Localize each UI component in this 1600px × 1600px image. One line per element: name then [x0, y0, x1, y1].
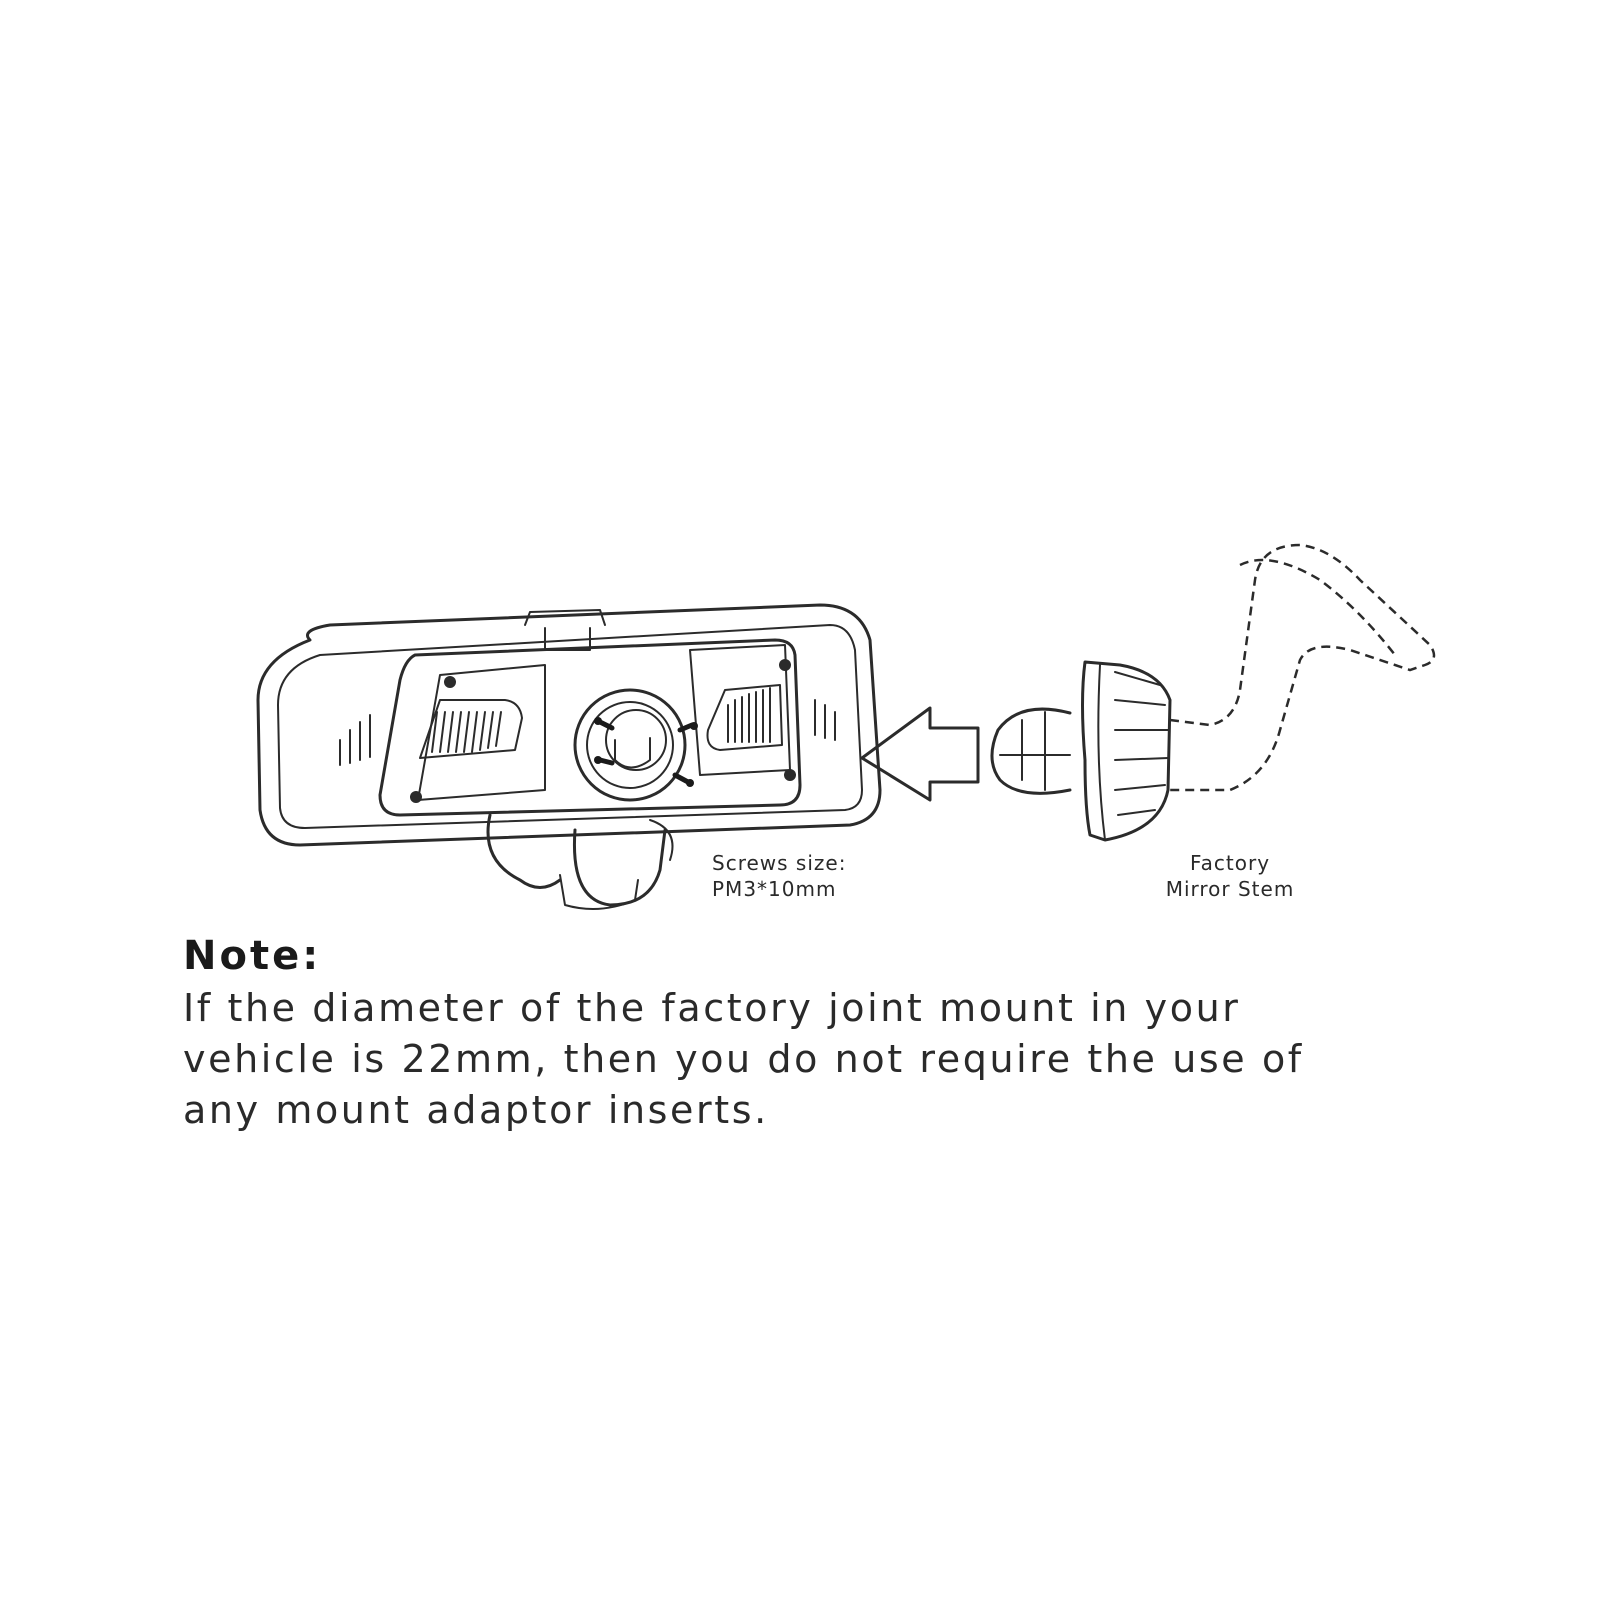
direction-arrow-left: [860, 706, 980, 802]
note-heading: Note:: [183, 933, 322, 979]
note-text-line: vehicle is 22mm, then you do not require…: [183, 1037, 1304, 1081]
note-text-line: any mount adaptor inserts.: [183, 1088, 769, 1132]
screws-size-label: Screws size: PM3*10mm: [712, 850, 846, 902]
right-speaker-slots: [814, 699, 836, 741]
factory-stem-line1: Factory: [1189, 851, 1271, 875]
factory-stem-label: Factory Mirror Stem: [1150, 850, 1310, 902]
screw-holes: [410, 659, 796, 803]
screws-size-title: Screws size:: [712, 851, 847, 875]
note-text-line: If the diameter of the factory joint mou…: [183, 986, 1241, 1030]
note-block: Note: If the diameter of the factory joi…: [183, 933, 1483, 1136]
center-ball-mount: [573, 688, 698, 802]
left-vent-grille: [431, 711, 502, 753]
rearview-mirror: [256, 603, 882, 910]
factory-stem-line2: Mirror Stem: [1165, 877, 1295, 901]
left-speaker-slots: [339, 714, 371, 766]
screws-size-value: PM3*10mm: [712, 877, 837, 901]
factory-mirror-stem: [990, 543, 1436, 842]
right-vent-grille: [727, 687, 771, 743]
